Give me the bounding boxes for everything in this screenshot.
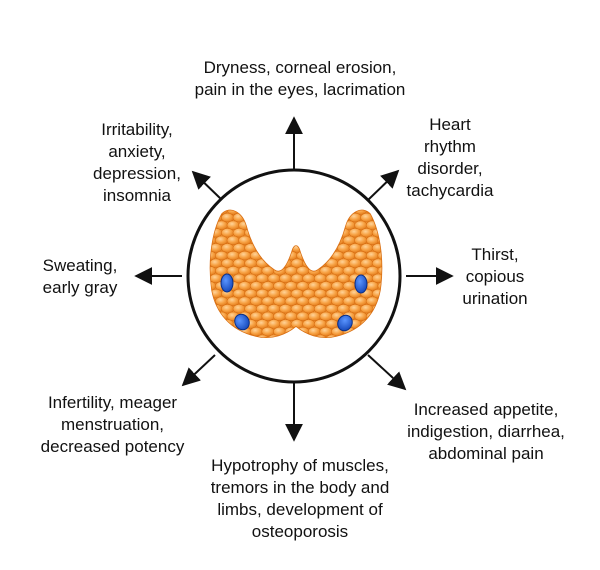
symptom-label-digestive: Increased appetite, indigestion, diarrhe… (407, 400, 565, 463)
symptom-label-musculoskeletal: Hypotrophy of muscles, tremors in the bo… (210, 456, 390, 541)
parathyroid-node (354, 274, 368, 294)
symptom-label-thirst: Thirst, copious urination (462, 245, 528, 308)
gland-cell (226, 210, 240, 215)
gland-cell (377, 266, 382, 276)
parathyroid-node (234, 313, 250, 331)
gland-cell (354, 210, 368, 215)
gland-cell (384, 335, 396, 344)
arrow-lower-left (181, 354, 216, 387)
parathyroid-node (220, 273, 234, 293)
parathyroid-node (337, 314, 353, 332)
arrow-upper-left (191, 170, 223, 201)
arrows (134, 116, 454, 442)
symptom-label-heart: Heart rhythm disorder, tachycardia (406, 115, 494, 200)
arrow-upper-right (367, 169, 400, 201)
symptom-label-reproductive: Infertility, meager menstruation, decrea… (40, 393, 185, 456)
symptom-label-eyes: Dryness, corneal erosion, pain in the ey… (194, 58, 406, 99)
symptom-label-skin-hair: Sweating, early gray (42, 256, 118, 297)
symptom-label-mental: Irritability, anxiety, depression, insom… (93, 120, 181, 205)
arrow-lower-right (367, 354, 407, 391)
